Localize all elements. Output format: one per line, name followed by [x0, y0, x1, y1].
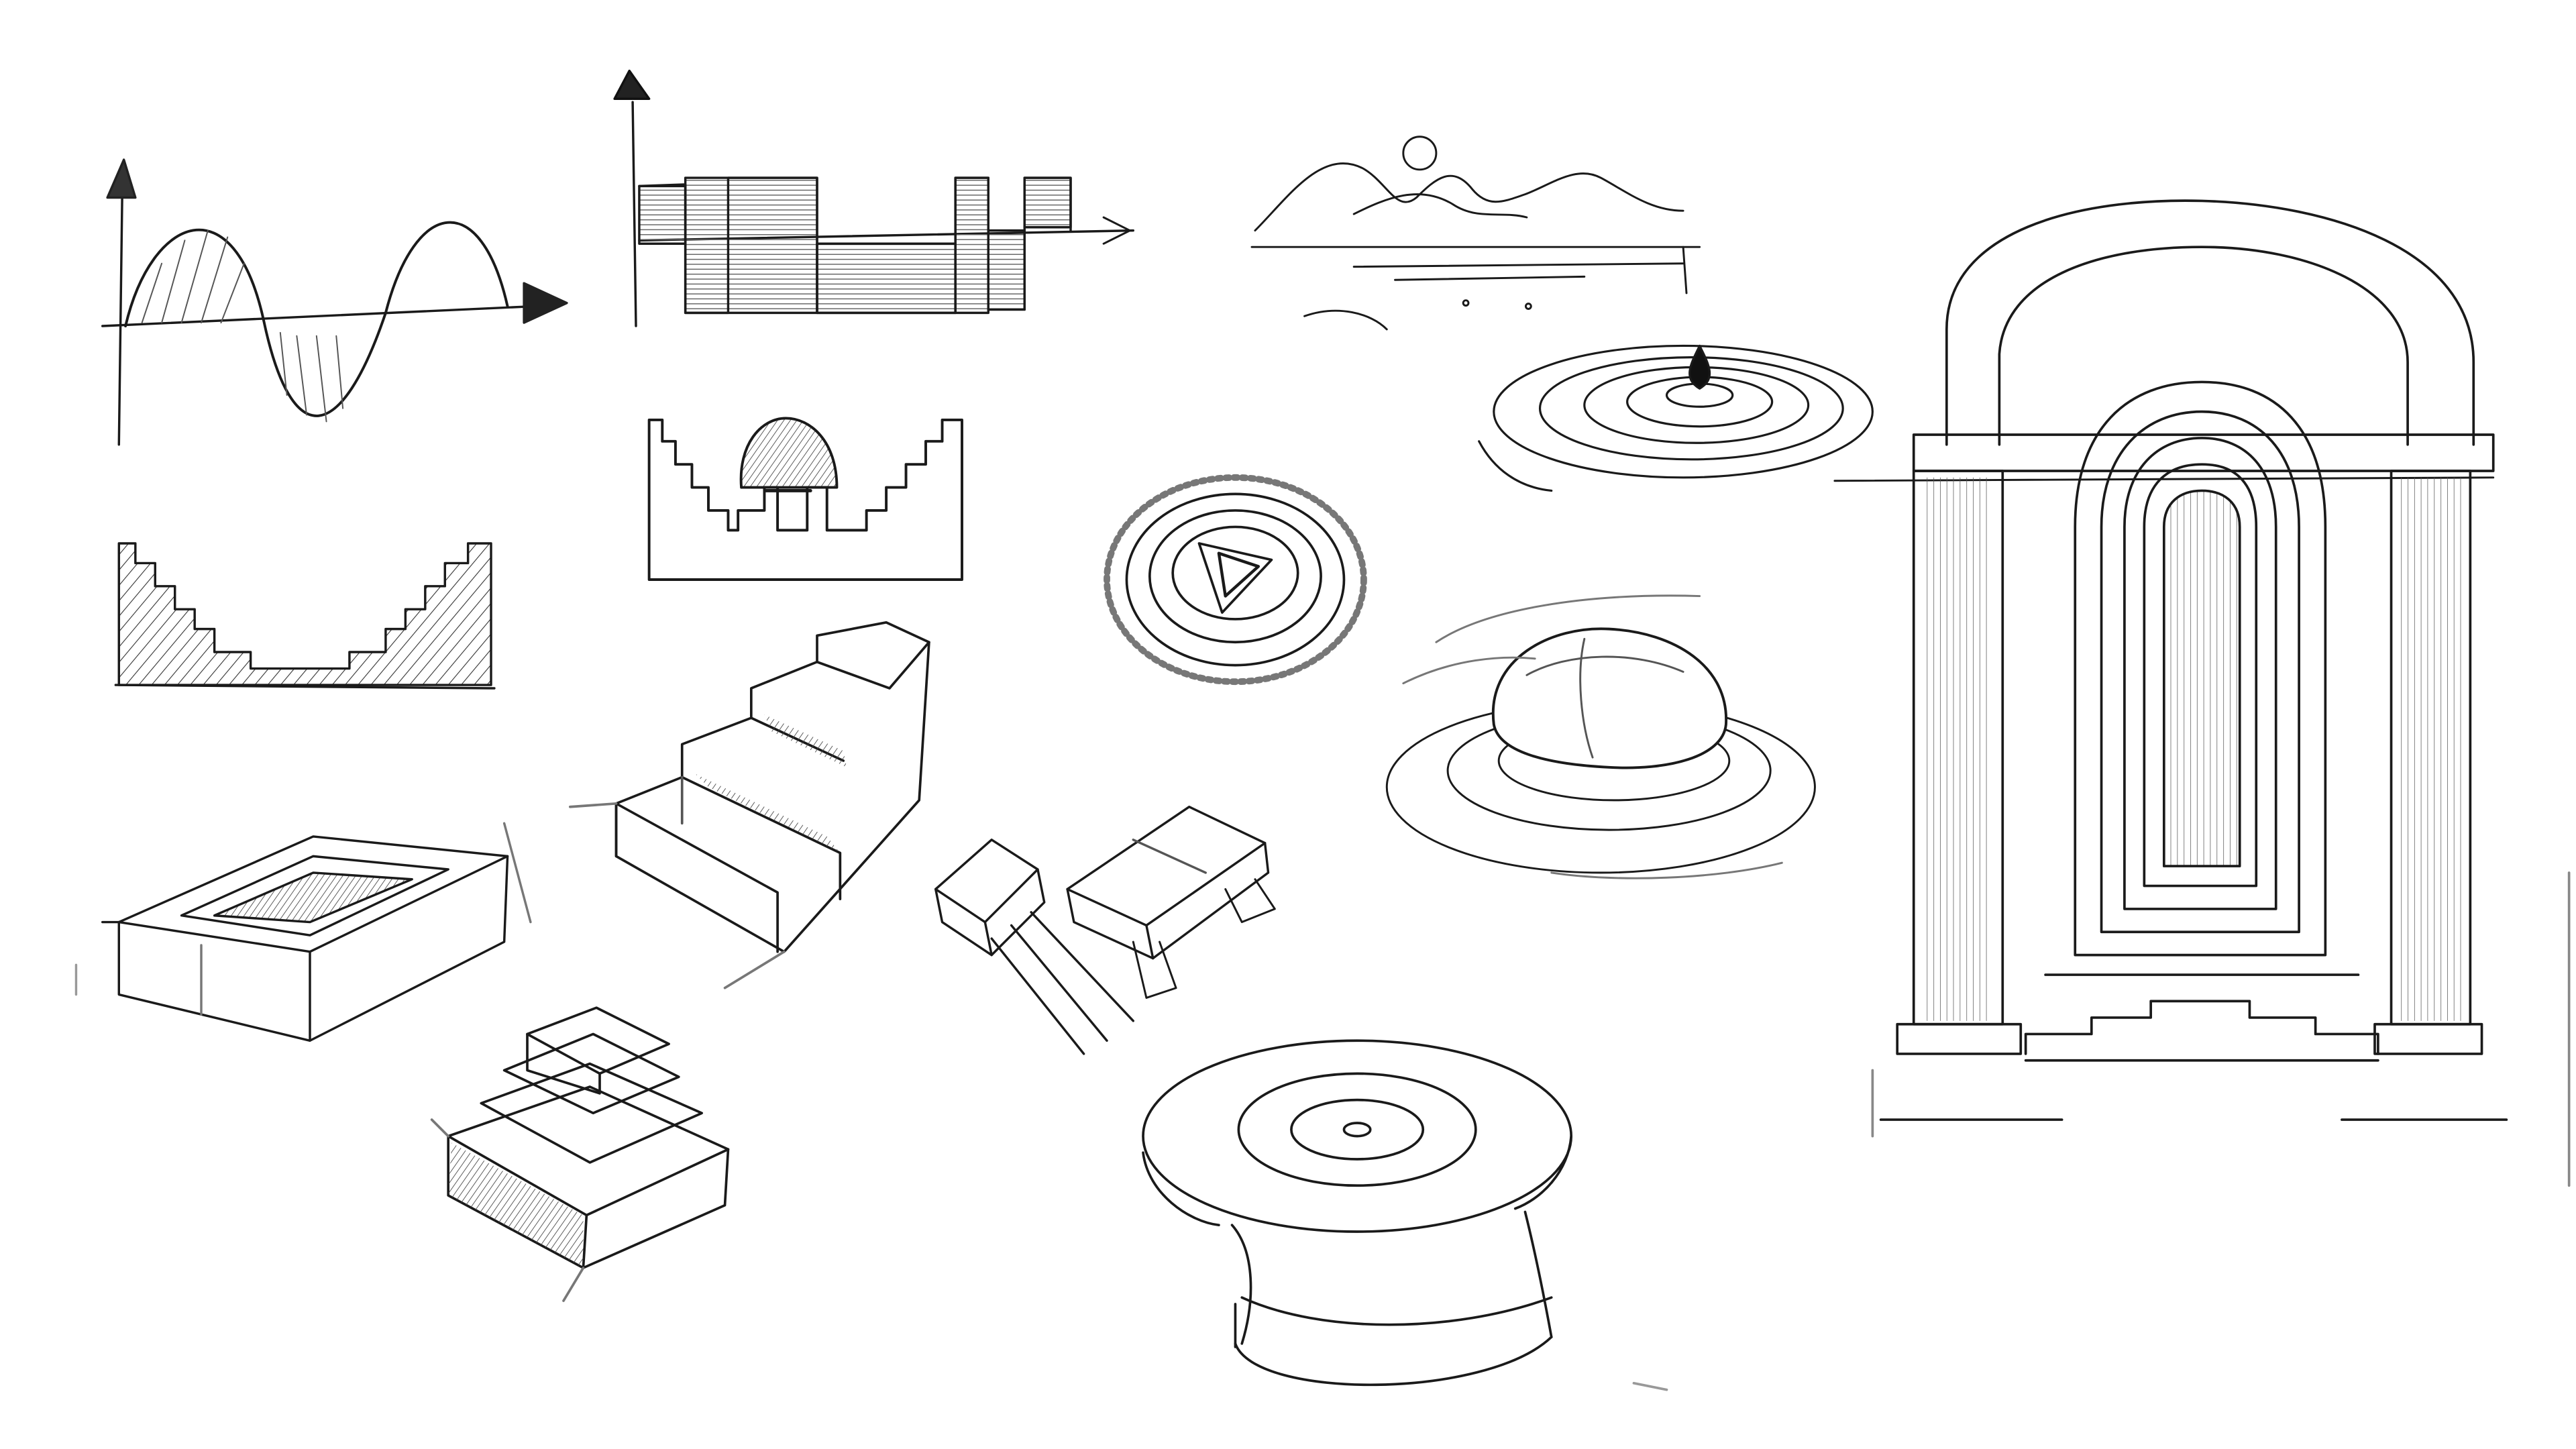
- stepped-valley-sketch: [114, 542, 496, 690]
- stepped-frame-mushroom-sketch: [647, 417, 963, 581]
- water-drop-icon: [1478, 344, 1874, 492]
- square-wave-icon: [613, 69, 1134, 327]
- mushroom-icon: [647, 417, 963, 581]
- valley-icon: [114, 542, 496, 690]
- stepped-pyramid-sketch: [430, 1006, 730, 1302]
- chip-icon: [934, 806, 1276, 1055]
- stone-in-water-sketch: [1385, 594, 1816, 879]
- pedestal-bowl-sketch: [1142, 1039, 1668, 1391]
- sine-wave-icon: [101, 158, 568, 446]
- sine-wave-sketch: [101, 158, 568, 446]
- water-drop-ripple-sketch: [1478, 344, 1874, 492]
- pyramid-icon: [430, 1006, 730, 1302]
- sunken-box-sketch: [74, 822, 532, 1042]
- stairs-icon: [568, 621, 930, 989]
- mountain-icon: [1250, 136, 1701, 331]
- staircase-sketch: [568, 621, 930, 989]
- box-icon: [74, 822, 532, 1042]
- stone-icon: [1385, 594, 1816, 879]
- electronic-components-sketch: [934, 806, 1276, 1055]
- square-wave-sketch: [613, 69, 1134, 327]
- bowl-icon: [1142, 1039, 1668, 1391]
- arch-icon: [1833, 199, 2571, 1187]
- mountain-landscape-sketch: [1250, 136, 1701, 331]
- concentric-rings-sketch: [1104, 474, 1367, 686]
- rings-icon: [1104, 474, 1367, 686]
- arched-doorway-sketch: [1833, 199, 2571, 1187]
